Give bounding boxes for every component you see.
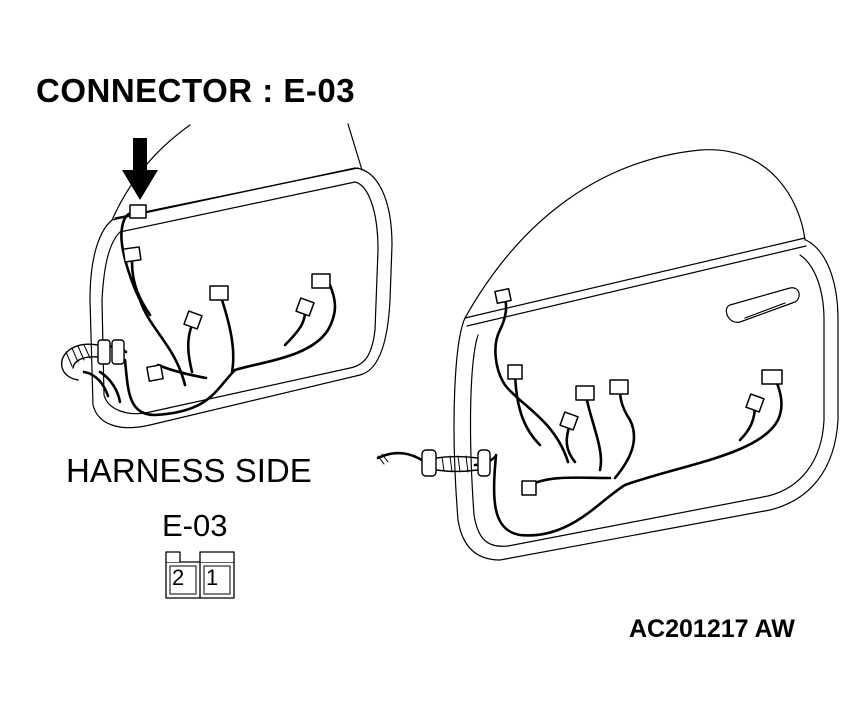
harness-side-label: HARNESS SIDE — [66, 452, 312, 489]
connector-e03-plug — [129, 204, 147, 219]
figure-id: AC201217 AW — [629, 615, 795, 643]
connector-face — [165, 551, 235, 599]
right-door-panel — [453, 149, 839, 561]
right-connectors — [494, 287, 783, 496]
pin-2-label: 2 — [172, 565, 185, 590]
connector-title: CONNECTOR : E-03 — [36, 72, 356, 109]
left-door-panel — [89, 123, 393, 429]
connector-code-label: E-03 — [162, 508, 228, 543]
left-wiring-harness — [98, 210, 337, 417]
pin-1-label: 1 — [206, 565, 219, 590]
right-grommet — [376, 449, 491, 477]
left-connectors — [122, 204, 331, 382]
pointer-arrow-icon — [122, 138, 158, 200]
left-grommet — [60, 339, 125, 398]
right-wiring-harness — [473, 295, 783, 537]
